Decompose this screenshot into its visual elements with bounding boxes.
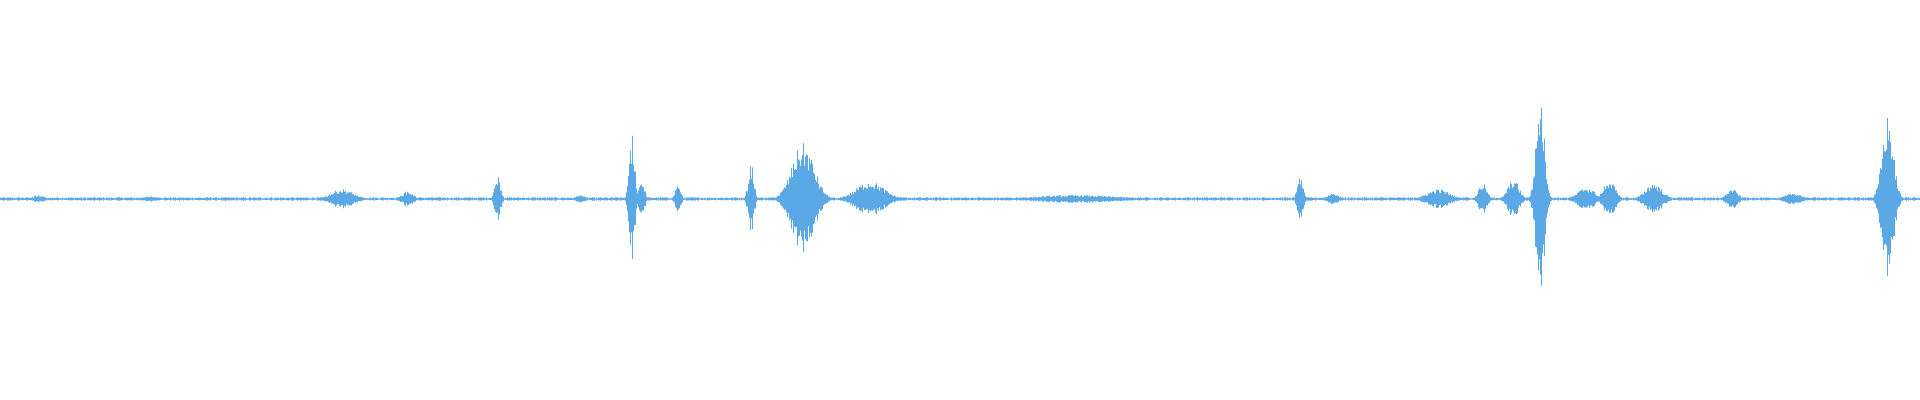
waveform-amplitude bbox=[0, 107, 1920, 286]
